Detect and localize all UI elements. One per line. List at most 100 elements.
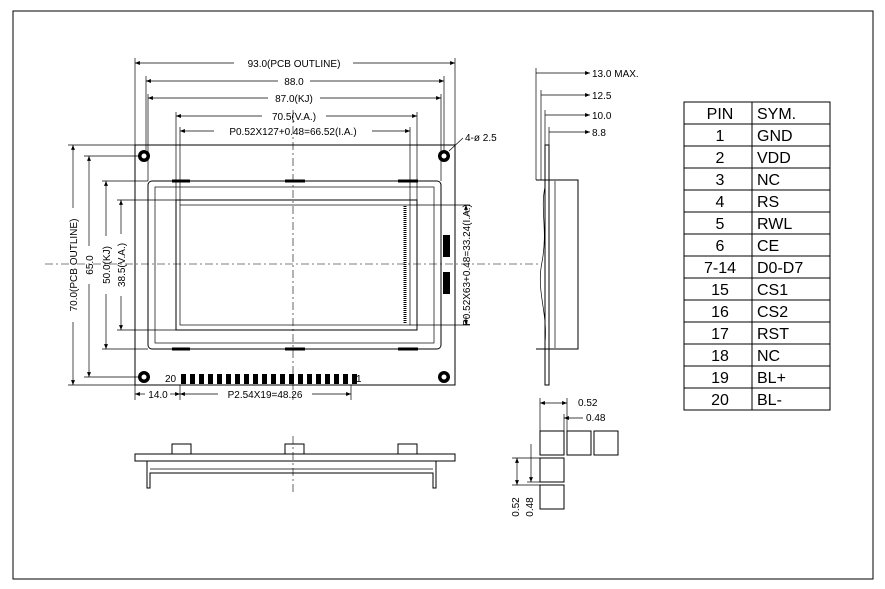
pin-number: 15 xyxy=(711,282,729,299)
dot xyxy=(539,430,565,456)
pin-number: 4 xyxy=(716,194,725,211)
pin-number: 18 xyxy=(711,348,729,365)
pin xyxy=(280,374,285,384)
pin xyxy=(235,374,240,384)
dot-pitch-v-label: 0.52 xyxy=(511,497,522,517)
dim-ia-width: P0.52X127+0.48=66.52(I.A.) xyxy=(180,127,410,138)
dim-pin-pitch-label: P2.54X19=48.26 xyxy=(228,390,303,401)
pin-table-header-pin: PIN xyxy=(707,106,734,123)
pin-symbol: RST xyxy=(757,326,789,343)
dim-ia-width-label: P0.52X127+0.48=66.52(I.A.) xyxy=(229,127,356,138)
dim-thickness-10-label: 10.0 xyxy=(592,111,612,122)
dim-65: 65.0 xyxy=(85,156,96,377)
mounting-hole xyxy=(138,150,150,162)
dim-kj-height-label: 50.0(KJ) xyxy=(102,246,113,284)
bezel-outline xyxy=(147,180,442,350)
pin-first-label: 20 xyxy=(165,374,177,385)
pin xyxy=(190,374,195,384)
dim-thickness-88: 8.8 xyxy=(549,128,606,139)
mounting-hole xyxy=(438,150,450,162)
pin-number: 6 xyxy=(716,238,725,255)
active-area xyxy=(179,204,411,326)
pin xyxy=(352,374,357,384)
dim-va-height-label: 38.5(V.A.) xyxy=(117,243,128,287)
dim-ia-height-label: P0.52X63+0.48=33.24(I.A.) xyxy=(462,204,473,326)
pin-header xyxy=(181,374,357,384)
pin-number: 5 xyxy=(716,216,725,233)
dot-detail: 0.52 0.48 0.52 0.48 xyxy=(511,398,619,517)
dim-kj-width: 87.0(KJ) xyxy=(148,94,441,105)
dim-va-height: 38.5(V.A.) xyxy=(117,200,128,330)
side-break xyxy=(539,186,546,344)
dim-kj-height: 50.0(KJ) xyxy=(102,181,113,349)
mounting-hole xyxy=(138,371,150,383)
pin-symbol: RWL xyxy=(757,216,792,233)
pin xyxy=(181,374,186,384)
pin-symbol: VDD xyxy=(757,150,791,167)
pin xyxy=(262,374,267,384)
pin xyxy=(253,374,258,384)
dim-88-label: 88.0 xyxy=(284,77,304,88)
pin-symbol: CE xyxy=(757,238,779,255)
dim-va-width: 70.5(V.A.) xyxy=(176,112,417,123)
dim-thickness-max: 13.0 MAX. xyxy=(536,69,639,80)
bezel-inner xyxy=(154,186,435,344)
pin-symbol: NC xyxy=(757,172,780,189)
dot xyxy=(566,430,592,456)
pin-table-header-sym: SYM. xyxy=(757,106,796,123)
pin xyxy=(334,374,339,384)
pin-symbol: NC xyxy=(757,348,780,365)
dim-thickness-10: 10.0 xyxy=(545,111,612,122)
pin-number: 19 xyxy=(711,370,729,387)
dim-thickness-125-label: 12.5 xyxy=(592,91,612,102)
dot xyxy=(539,457,565,483)
drawing-frame xyxy=(12,10,874,580)
bottom-component xyxy=(397,443,418,455)
side-view: 13.0 MAX. 12.5 10.0 8.8 xyxy=(535,68,639,386)
bottom-component xyxy=(171,443,192,455)
side-bezel xyxy=(549,179,579,350)
pin xyxy=(289,374,294,384)
hole-callout: 4-ø 2.5 xyxy=(465,133,497,144)
pin xyxy=(208,374,213,384)
pin xyxy=(325,374,330,384)
front-view: 20 1 93.0(PCB OUTLINE) 88.0 87.0( xyxy=(45,58,540,401)
pin-symbol: CS2 xyxy=(757,304,788,321)
pin-symbol: RS xyxy=(757,194,779,211)
pin-symbol: BL+ xyxy=(757,370,786,387)
dim-pcb-height-label: 70.0(PCB OUTLINE) xyxy=(69,219,80,312)
dim-65-label: 65.0 xyxy=(85,255,96,275)
pin-symbol: GND xyxy=(757,128,793,145)
dim-pin-pitch: P2.54X19=48.26 xyxy=(180,390,351,401)
dim-kj-width-label: 87.0(KJ) xyxy=(275,94,313,105)
hole-leader xyxy=(448,137,464,152)
dim-pin-offset: 14.0 xyxy=(135,390,180,401)
dim-thickness-88-label: 8.8 xyxy=(592,128,606,139)
pin-number: 16 xyxy=(711,304,729,321)
bottom-component xyxy=(284,443,305,455)
pin-symbol: BL- xyxy=(757,392,782,409)
pin-number: 1 xyxy=(716,128,725,145)
pin-last-label: 1 xyxy=(356,374,362,385)
dot xyxy=(539,484,565,510)
right-connector xyxy=(443,235,450,257)
dim-pcb-width: 93.0(PCB OUTLINE) xyxy=(135,59,455,70)
pin-symbol: CS1 xyxy=(757,282,788,299)
pin xyxy=(307,374,312,384)
dim-va-width-label: 70.5(V.A.) xyxy=(272,112,316,123)
dot xyxy=(593,430,619,456)
dim-pcb-height: 70.0(PCB OUTLINE) xyxy=(69,145,80,385)
pin-symbol: D0-D7 xyxy=(757,260,803,277)
pin xyxy=(226,374,231,384)
dim-pcb-width-label: 93.0(PCB OUTLINE) xyxy=(248,59,341,70)
pin-number: 17 xyxy=(711,326,729,343)
pin xyxy=(298,374,303,384)
dim-thickness-125: 12.5 xyxy=(541,91,612,102)
pcb-outline xyxy=(134,144,456,386)
pin-number: 7-14 xyxy=(704,260,736,277)
viewing-area xyxy=(175,199,418,331)
pin xyxy=(271,374,276,384)
right-connector xyxy=(443,272,450,294)
